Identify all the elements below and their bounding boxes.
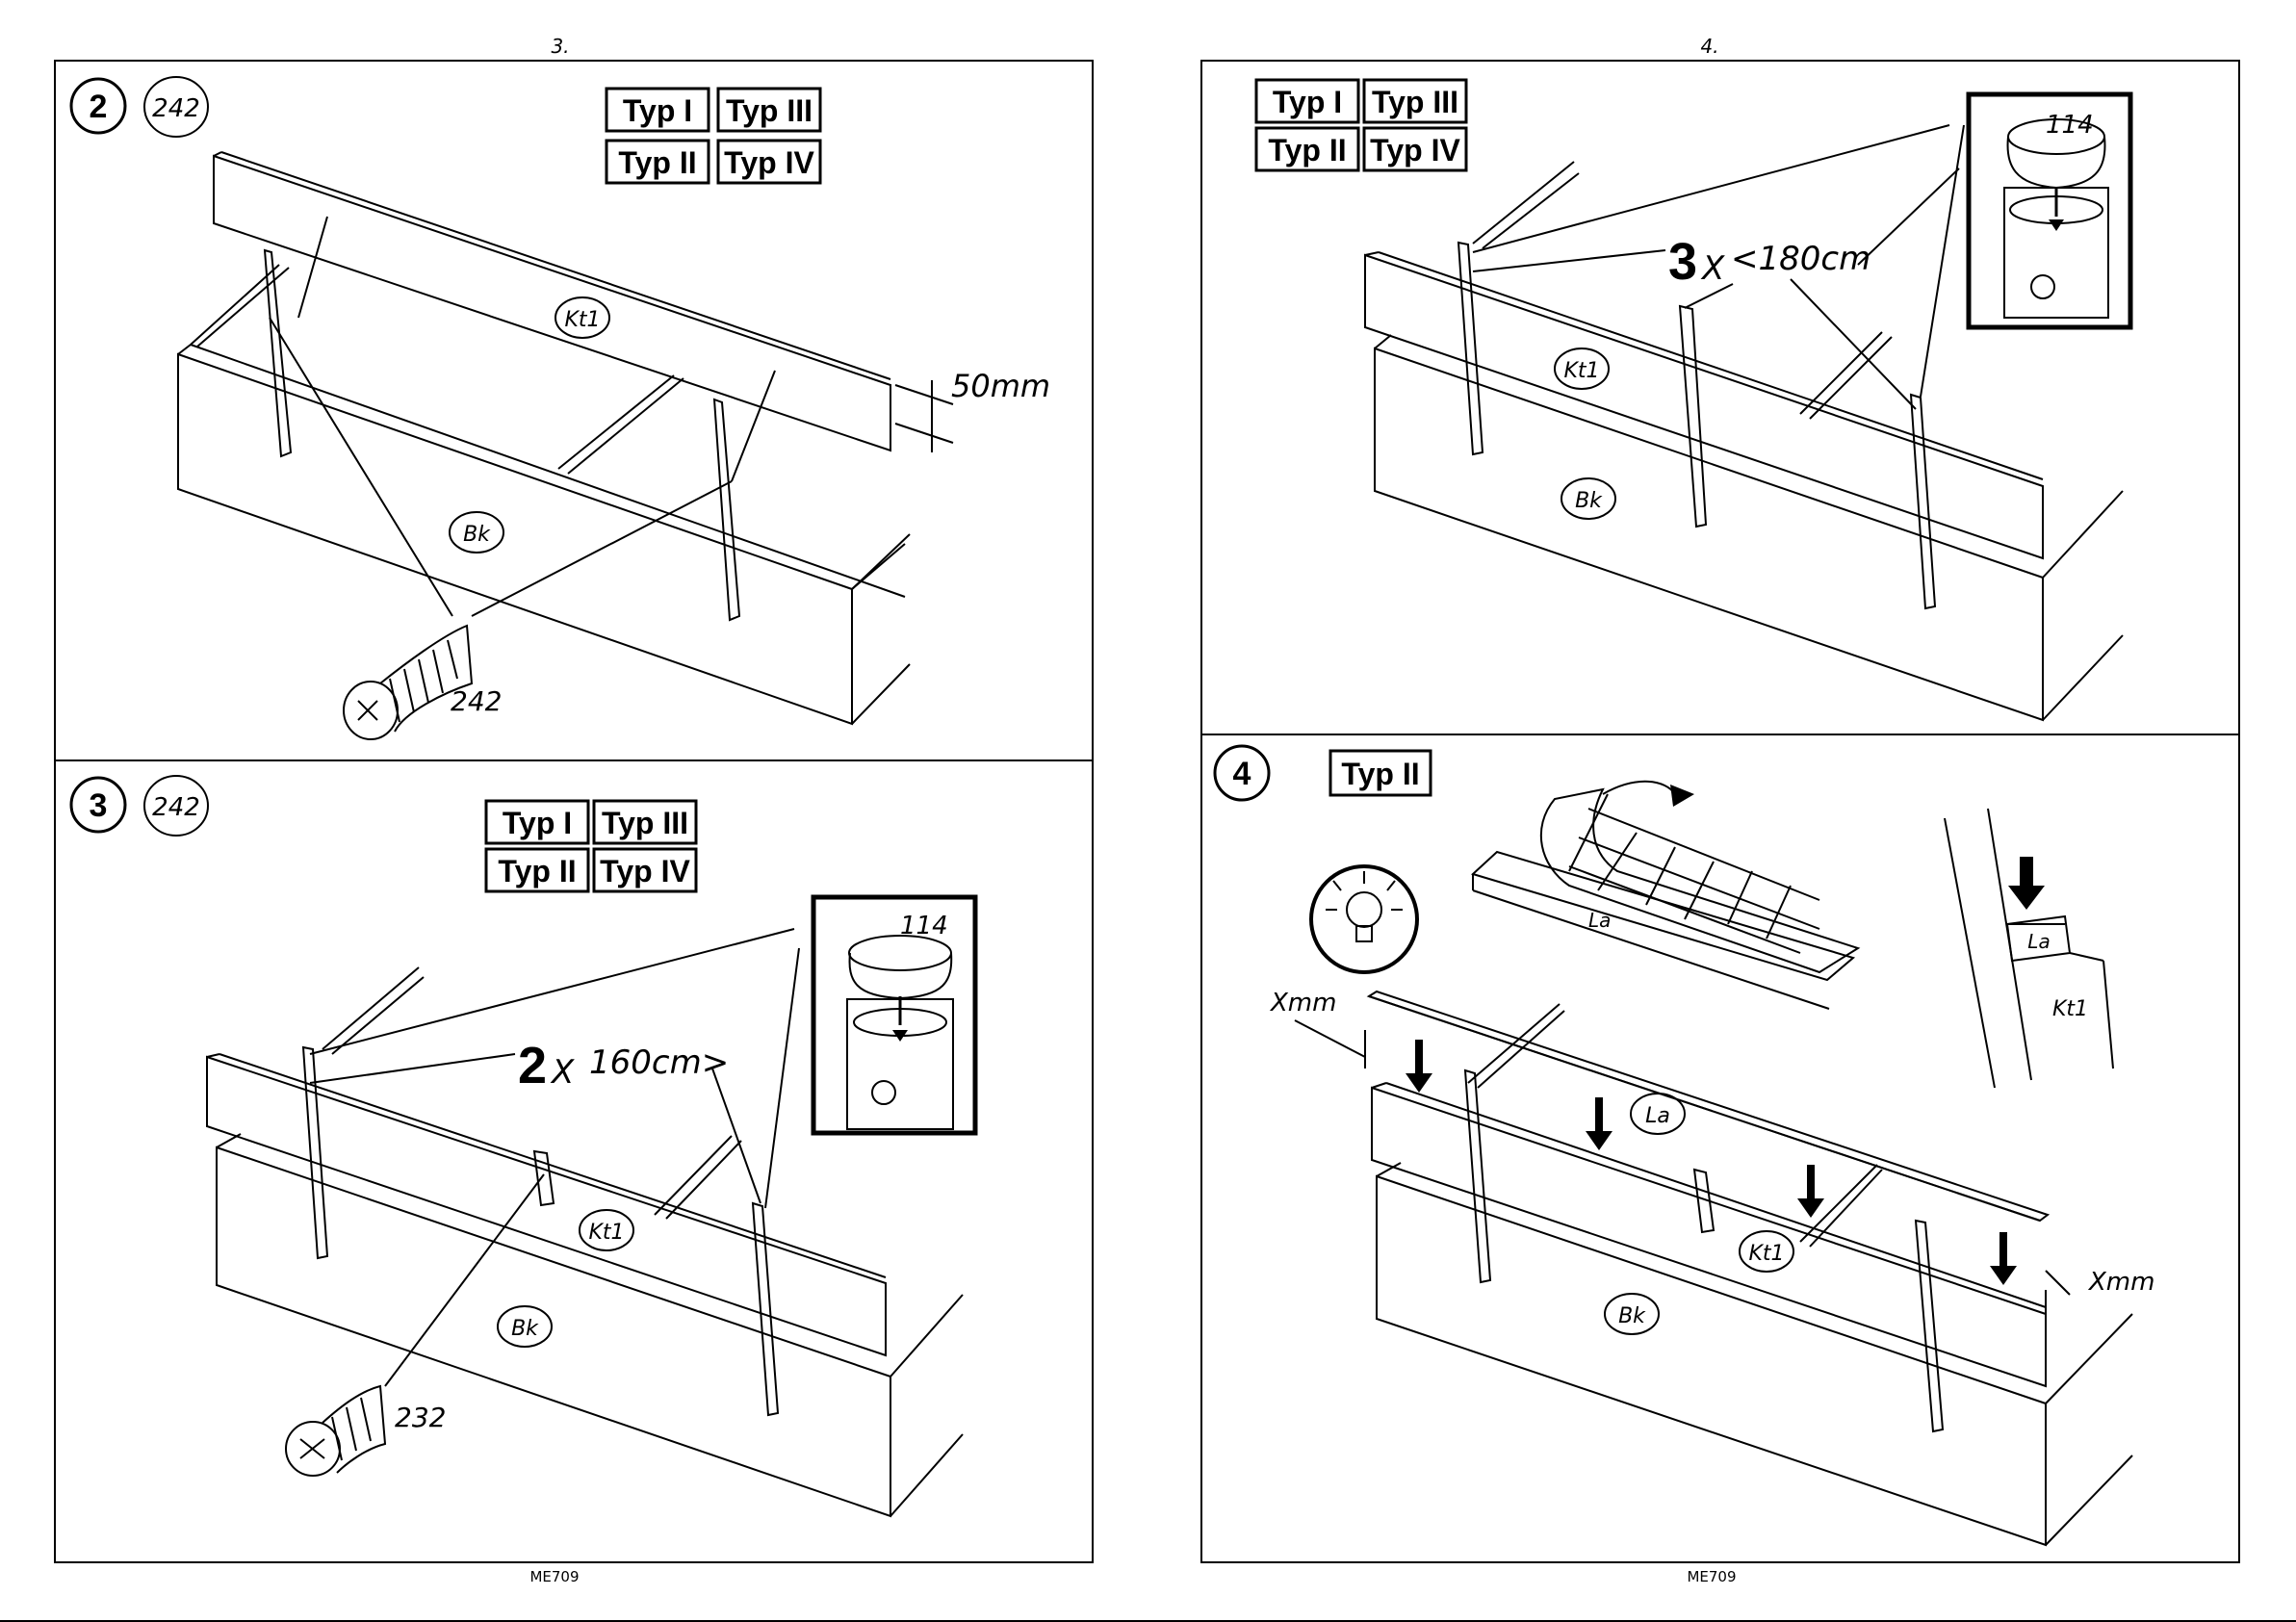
down-arrow-icon [1797,1165,1824,1218]
offset-label: Xmm [2087,1268,2154,1297]
detail-board-label: Kt1 [2052,997,2088,1021]
step-4-panel: 4 Typ II La [1215,746,2154,1545]
length-condition: 160cm> [589,1043,729,1082]
down-arrow-icon [1586,1097,1612,1150]
detail-strip-label: La [2027,930,2050,953]
cap-detail-inset [813,897,975,1133]
screw-label: 242 [451,685,502,717]
headboard-drawing [1365,125,2123,720]
down-arrow-icon [2049,219,2064,231]
quantity: 3 [1668,233,1697,291]
quantity: 2 [518,1037,547,1094]
page-number-4: 4. [1700,35,1718,58]
page-footer-4: ME709 [1687,1568,1736,1585]
page-number-3: 3. [551,35,569,58]
step-3-panel: 3 242 Typ I Typ III Typ II Typ IV [71,776,975,1516]
type-box-grid: Typ I Typ III Typ II Typ IV [1256,80,1466,170]
arrow-group [1406,1040,2017,1285]
type-box-grid: Typ I Typ III Typ II Typ IV [486,801,696,891]
down-arrow-icon [1990,1232,2017,1285]
down-arrow-icon [1406,1040,1432,1093]
cap-label: 114 [900,912,948,940]
type-label: Typ III [726,93,813,128]
gap-dimension: 50mm [951,368,1050,404]
times-sign: X [550,1053,575,1092]
type-label: Typ II [618,145,696,180]
page-footer-3: ME709 [529,1568,579,1585]
cap-label: 114 [2046,111,2094,140]
type-label: Typ III [1372,85,1458,119]
type-label: Typ II [1341,757,1419,791]
type-label: Typ I [1273,85,1342,119]
frame-label: Bk [463,523,491,547]
board-label: Kt1 [588,1221,624,1245]
screw-232-icon [286,1386,385,1476]
board-label: Kt1 [1748,1242,1784,1266]
frame-label: Bk [1618,1304,1646,1328]
type-label: Typ III [602,806,688,840]
screw-label: 232 [395,1402,446,1433]
board-label: Kt1 [564,308,600,332]
down-arrow-icon [2008,857,2045,910]
type-label: Typ I [623,93,692,128]
headboard-drawing [178,152,953,724]
lightbulb-hint-icon [1311,866,1417,972]
step-number: 2 [90,89,108,125]
step-number: 4 [1233,756,1251,792]
type-label: Typ IV [600,854,690,888]
part-ref: 242 [152,793,200,822]
step-3b-panel: Typ I Typ III Typ II Typ IV [1256,80,2130,720]
times-sign: X [1700,249,1725,288]
frame-label: Bk [1575,489,1603,513]
offset-label: Xmm [1269,989,1336,1017]
type-label: Typ II [498,854,576,888]
page-3-frame [55,61,1093,1562]
type-label: Typ I [503,806,572,840]
type-box-grid: Typ I Typ III Typ II Typ IV [606,89,820,183]
board-label: Kt1 [1563,359,1599,383]
type-label: Typ IV [1370,133,1460,167]
screw-242-icon [344,626,472,739]
step-2-panel: 2 242 Typ I Typ III Typ II Typ IV [71,77,1050,739]
headboard-drawing [207,929,963,1516]
length-condition: <180cm [1731,240,1870,278]
step-number: 3 [90,787,108,824]
strip-label: La [1645,1104,1670,1128]
tape-strip-drawing [1473,782,1858,1009]
part-ref: 242 [152,94,200,123]
strip-label: La [1588,909,1611,932]
frame-label: Bk [511,1317,539,1341]
type-label: Typ II [1268,133,1346,167]
rotate-arrow-icon [1670,785,1694,807]
type-label: Typ IV [724,145,814,180]
